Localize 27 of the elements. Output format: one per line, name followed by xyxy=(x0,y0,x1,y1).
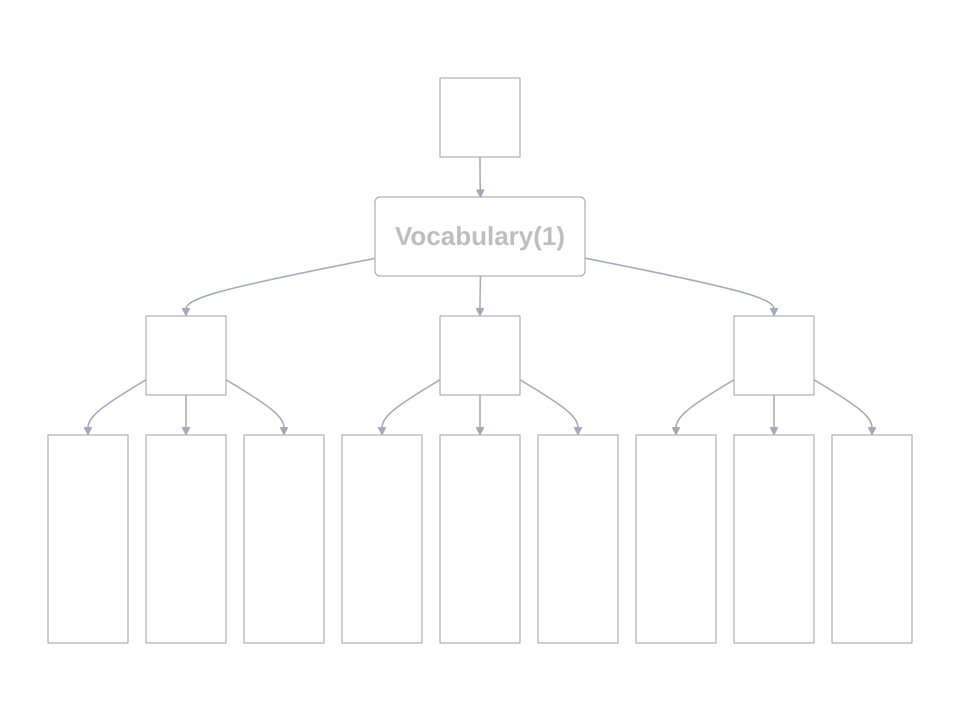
arrow xyxy=(770,394,778,435)
node-box xyxy=(734,434,814,643)
arrow xyxy=(378,378,440,435)
node-box xyxy=(440,315,520,395)
arrow xyxy=(182,394,190,435)
arrow xyxy=(476,276,484,316)
node-box xyxy=(342,434,422,643)
node-box xyxy=(440,434,520,643)
node-box xyxy=(244,434,324,643)
node-box xyxy=(440,77,520,157)
node-box xyxy=(538,434,618,643)
arrow xyxy=(226,378,288,435)
arrow xyxy=(182,257,376,316)
arrow xyxy=(84,378,146,435)
arrow xyxy=(476,156,485,198)
arrow xyxy=(814,378,876,435)
arrow xyxy=(520,378,582,435)
arrow xyxy=(672,378,734,435)
node-box xyxy=(832,434,912,643)
node-box xyxy=(48,434,128,643)
node-box xyxy=(146,315,226,395)
node-text: Vocabulary(1) xyxy=(394,220,566,250)
node-box xyxy=(734,315,814,395)
node-box xyxy=(146,434,226,643)
arrow xyxy=(585,257,778,316)
node-box xyxy=(636,434,716,643)
arrow xyxy=(476,394,484,435)
